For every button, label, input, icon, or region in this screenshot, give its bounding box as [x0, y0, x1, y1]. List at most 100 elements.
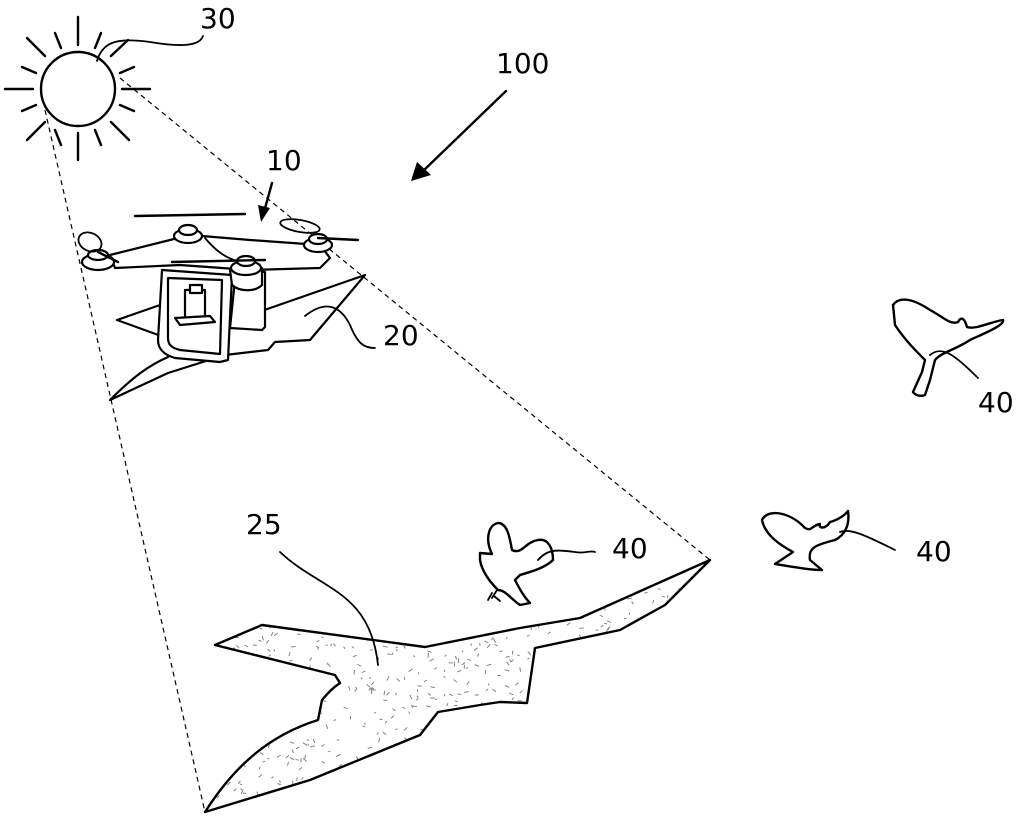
- stipple-mark: [628, 631, 633, 635]
- stipple-mark: [588, 681, 590, 684]
- stipple-mark: [327, 778, 330, 781]
- stipple-mark: [541, 684, 546, 687]
- stipple-mark: [259, 751, 264, 756]
- stipple-mark: [339, 802, 343, 805]
- stipple-mark: [504, 684, 510, 688]
- stipple-mark: [281, 692, 286, 696]
- stipple-mark: [659, 695, 663, 698]
- stipple-mark: [403, 782, 407, 786]
- stipple-mark: [461, 662, 466, 666]
- stipple-mark: [236, 612, 241, 615]
- stipple-mark: [557, 796, 561, 800]
- stipple-mark: [298, 767, 303, 771]
- stipple-mark: [256, 791, 259, 796]
- stipple-mark: [566, 560, 570, 561]
- stipple-mark: [570, 668, 573, 671]
- stipple-mark: [511, 799, 517, 802]
- stipple-mark: [205, 759, 209, 762]
- stipple-mark: [463, 691, 469, 693]
- stipple-mark: [531, 738, 533, 744]
- stipple-mark: [626, 588, 630, 592]
- stipple-mark: [698, 736, 702, 740]
- stipple-mark: [273, 719, 278, 722]
- stipple-mark: [536, 703, 541, 706]
- stipple-mark: [259, 711, 262, 715]
- stipple-mark: [434, 698, 438, 701]
- stipple-mark: [466, 681, 470, 685]
- stipple-mark: [517, 767, 520, 770]
- stipple-mark: [265, 560, 270, 562]
- stipple-mark: [431, 764, 434, 769]
- stipple-mark: [282, 593, 285, 597]
- stipple-mark: [301, 814, 303, 815]
- stipple-mark: [658, 641, 664, 645]
- stipple-mark: [451, 620, 454, 624]
- stipple-mark: [719, 612, 720, 615]
- stipple-mark: [289, 815, 290, 820]
- stipple-mark: [395, 692, 397, 696]
- stipple-mark: [443, 669, 446, 673]
- stipple-mark: [646, 764, 650, 766]
- stipple-mark: [542, 596, 547, 600]
- stipple-mark: [445, 582, 449, 587]
- stipple-mark: [662, 729, 666, 734]
- stipple-mark: [671, 762, 675, 765]
- stipple-mark: [504, 769, 507, 774]
- stipple-mark: [434, 746, 438, 752]
- stipple-mark: [325, 588, 331, 592]
- stipple-mark: [653, 768, 656, 774]
- stipple-mark: [279, 779, 281, 784]
- stipple-mark: [226, 650, 228, 656]
- stipple-mark: [548, 595, 550, 600]
- stipple-mark: [395, 728, 398, 731]
- stipple-mark: [446, 809, 449, 811]
- stipple-mark: [454, 737, 460, 742]
- stipple-mark: [408, 622, 411, 627]
- stipple-mark: [317, 646, 320, 650]
- stipple-mark: [634, 767, 639, 771]
- stipple-mark: [615, 746, 621, 749]
- stipple-mark: [416, 695, 419, 698]
- stipple-mark: [306, 738, 310, 741]
- stipple-mark: [542, 760, 545, 763]
- stipple-mark: [567, 571, 572, 574]
- stipple-mark: [552, 725, 557, 729]
- stipple-mark: [576, 776, 582, 780]
- stipple-mark: [434, 667, 437, 670]
- stipple-mark: [664, 702, 668, 704]
- stipple-mark: [325, 724, 329, 729]
- stipple-mark: [386, 803, 389, 808]
- stipple-mark: [262, 760, 266, 763]
- stipple-mark: [487, 561, 491, 565]
- stipple-mark: [605, 734, 610, 739]
- stipple-mark: [519, 667, 521, 672]
- stipple-mark: [645, 629, 651, 633]
- stipple-mark: [450, 790, 453, 792]
- stipple-mark: [534, 798, 539, 801]
- stipple-mark: [304, 754, 306, 760]
- stipple-mark: [508, 589, 512, 594]
- stipple-mark: [464, 758, 469, 762]
- stipple-mark: [269, 728, 274, 732]
- stipple-mark: [280, 710, 284, 712]
- stipple-mark: [662, 562, 666, 566]
- stipple-mark: [487, 683, 490, 686]
- stipple-mark: [460, 582, 464, 585]
- stipple-mark: [479, 643, 481, 646]
- stipple-mark: [240, 739, 244, 743]
- stipple-mark: [590, 588, 595, 592]
- stipple-mark: [509, 692, 514, 696]
- stipple-mark: [286, 667, 289, 670]
- stipple-mark: [277, 783, 282, 786]
- stipple-mark: [703, 786, 706, 790]
- stipple-mark: [690, 640, 694, 644]
- stipple-mark: [287, 761, 289, 766]
- stipple-mark: [659, 567, 662, 570]
- stipple-mark: [364, 761, 368, 765]
- stipple-mark: [552, 800, 556, 805]
- stipple-mark: [454, 655, 458, 660]
- stipple-mark: [448, 757, 452, 762]
- stipple-mark: [476, 610, 479, 615]
- stipple-mark: [427, 693, 432, 696]
